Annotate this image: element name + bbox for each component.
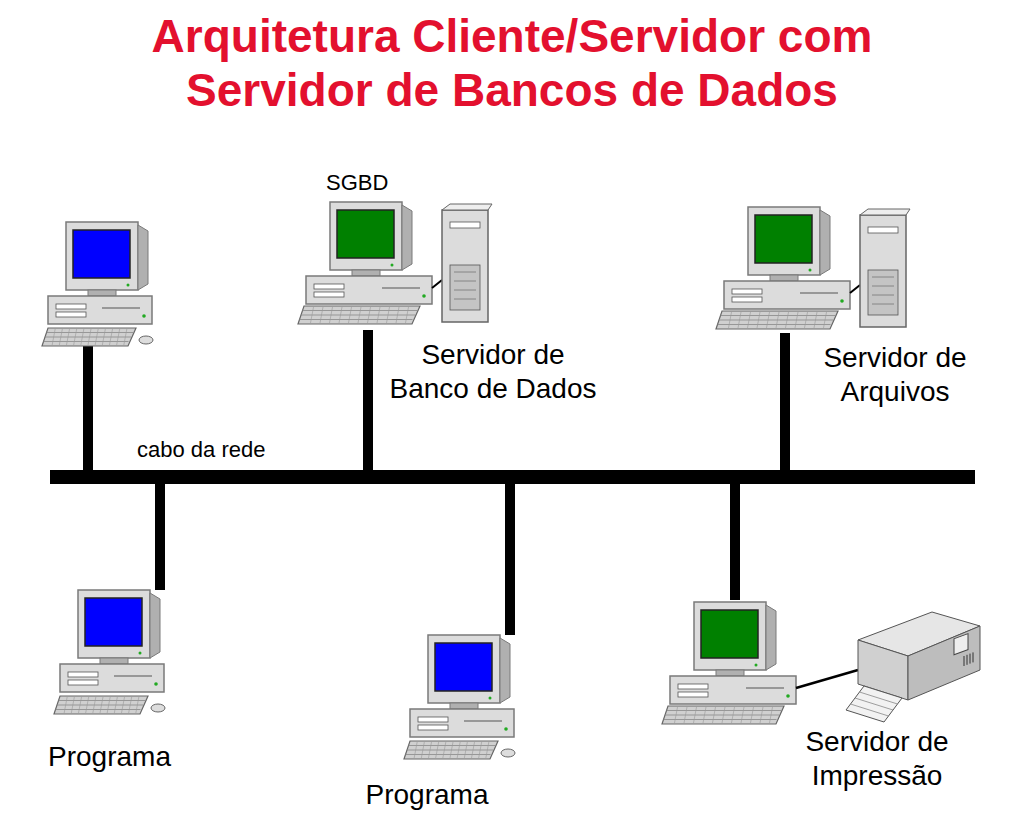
node-label: Programa bbox=[347, 778, 507, 812]
server-computer: Servidor de Arquivos bbox=[716, 205, 906, 333]
cable-label: cabo da rede bbox=[137, 437, 337, 463]
client-computer bbox=[42, 222, 153, 346]
network-wire bbox=[83, 346, 93, 471]
print-server: Servidor de Impressão bbox=[662, 600, 982, 725]
node-label: Programa bbox=[27, 740, 192, 774]
network-cable: cabo da rede bbox=[50, 470, 975, 484]
node-label: Servidor de Arquivos bbox=[810, 341, 980, 408]
computer-illustration bbox=[402, 635, 527, 765]
node-label: Servidor de Impressão bbox=[777, 725, 977, 792]
computer-illustration bbox=[662, 600, 982, 725]
network-link bbox=[780, 333, 790, 471]
client-computer: Programa bbox=[402, 635, 527, 765]
server-computer: SGBDServidor de Banco de Dados bbox=[298, 200, 493, 330]
title: Arquitetura Cliente/Servidor com Servido… bbox=[62, 10, 962, 118]
computer-illustration bbox=[298, 200, 493, 330]
network-link bbox=[505, 483, 515, 635]
network-link bbox=[155, 483, 165, 590]
network-link bbox=[730, 483, 740, 600]
computer-illustration bbox=[52, 590, 170, 720]
node-label: Servidor de Banco de Dados bbox=[378, 338, 608, 405]
computer-illustration bbox=[716, 205, 906, 333]
network-link bbox=[363, 330, 373, 471]
client-computer: Programa bbox=[52, 590, 170, 720]
node-label: SGBD bbox=[326, 170, 416, 196]
